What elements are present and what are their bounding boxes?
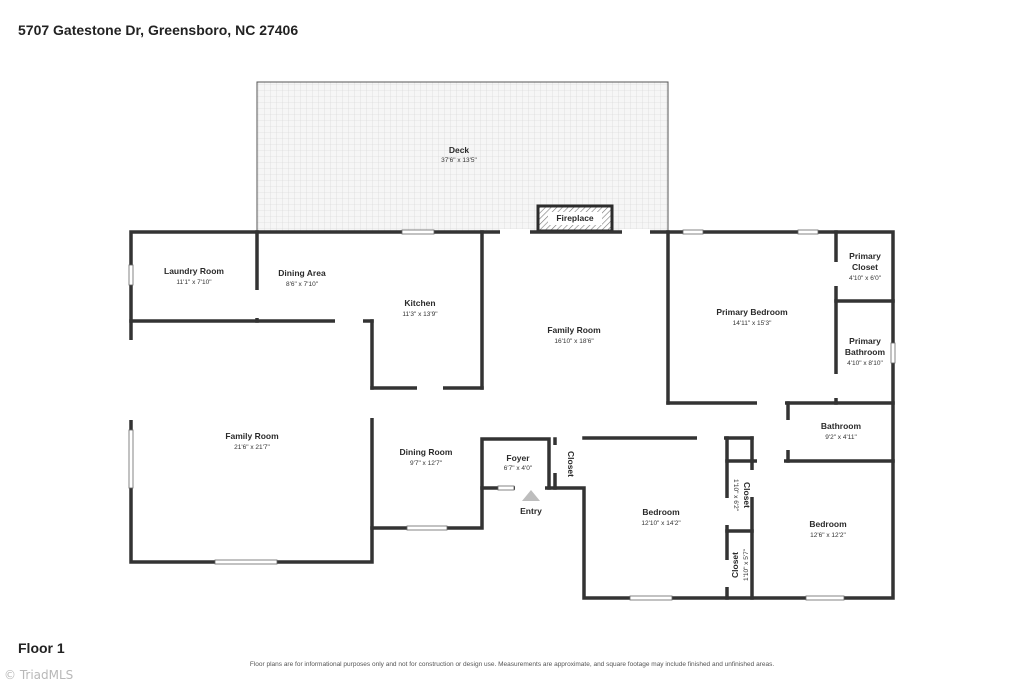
dining-area-dim: 8'6" x 7'10" <box>286 281 319 288</box>
laundry-name: Laundry Room <box>164 266 224 276</box>
primary-bathroom-name-2: Bathroom <box>845 347 886 357</box>
primary-closet-name-2: Closet <box>852 262 878 272</box>
family-room-center-dim: 16'10" x 18'6" <box>554 338 594 345</box>
primary-bathroom-name: Primary <box>849 336 881 346</box>
primary-bedroom-dim: 14'11" x 15'3" <box>733 320 772 327</box>
closet-upper-name: Closet <box>742 482 752 508</box>
fireplace-name: Fireplace <box>556 213 594 223</box>
family-room-left-dim: 21'6" x 21'7" <box>234 444 270 451</box>
kitchen-name: Kitchen <box>404 298 435 308</box>
bedroom-1-name: Bedroom <box>642 507 680 517</box>
property-address: 5707 Gatestone Dr, Greensboro, NC 27406 <box>18 22 299 38</box>
foyer-name: Foyer <box>506 453 530 463</box>
foyer-dim: 6'7" x 4'0" <box>504 465 533 472</box>
closet-lower-dim: 1'10" x 5'7" <box>743 548 750 581</box>
dining-room-name: Dining Room <box>400 447 453 457</box>
deck-name: Deck <box>449 145 470 155</box>
primary-bedroom-name: Primary Bedroom <box>716 307 788 317</box>
deck-dim: 37'6" x 13'5" <box>441 157 477 164</box>
windows <box>128 229 896 601</box>
openings <box>128 229 840 587</box>
closet-lower-name: Closet <box>730 552 740 578</box>
room-labels: Deck 37'6" x 13'5" Fireplace Laundry Roo… <box>164 145 886 581</box>
bedroom-1-dim: 12'10" x 14'2" <box>641 520 681 527</box>
floor-label: Floor 1 <box>18 640 65 656</box>
primary-bathroom-dim: 4'10" x 8'10" <box>847 360 883 367</box>
bathroom-name: Bathroom <box>821 421 862 431</box>
family-room-left-name: Family Room <box>225 431 279 441</box>
primary-closet-dim: 4'10" x 6'0" <box>849 275 882 282</box>
entry-name: Entry <box>520 506 542 516</box>
watermark: © TriadMLS <box>4 668 74 682</box>
bathroom-dim: 9'2" x 4'11" <box>825 434 857 441</box>
bedroom-2-name: Bedroom <box>809 519 847 529</box>
family-room-center-name: Family Room <box>547 325 601 335</box>
entry-arrow-icon <box>522 490 540 501</box>
dining-area-name: Dining Area <box>278 268 326 278</box>
walls <box>129 230 895 600</box>
dining-room-dim: 9'7" x 12'7" <box>410 460 443 467</box>
primary-closet-name: Primary <box>849 251 881 261</box>
bedroom-2-dim: 12'6" x 12'2" <box>810 532 846 539</box>
kitchen-dim: 11'3" x 13'9" <box>402 311 438 318</box>
disclaimer-text: Floor plans are for informational purpos… <box>249 661 775 668</box>
laundry-dim: 11'1" x 7'10" <box>176 279 212 286</box>
foyer-closet-name: Closet <box>566 451 576 477</box>
closet-upper-dim: 1'10" x 6'2" <box>732 479 739 512</box>
